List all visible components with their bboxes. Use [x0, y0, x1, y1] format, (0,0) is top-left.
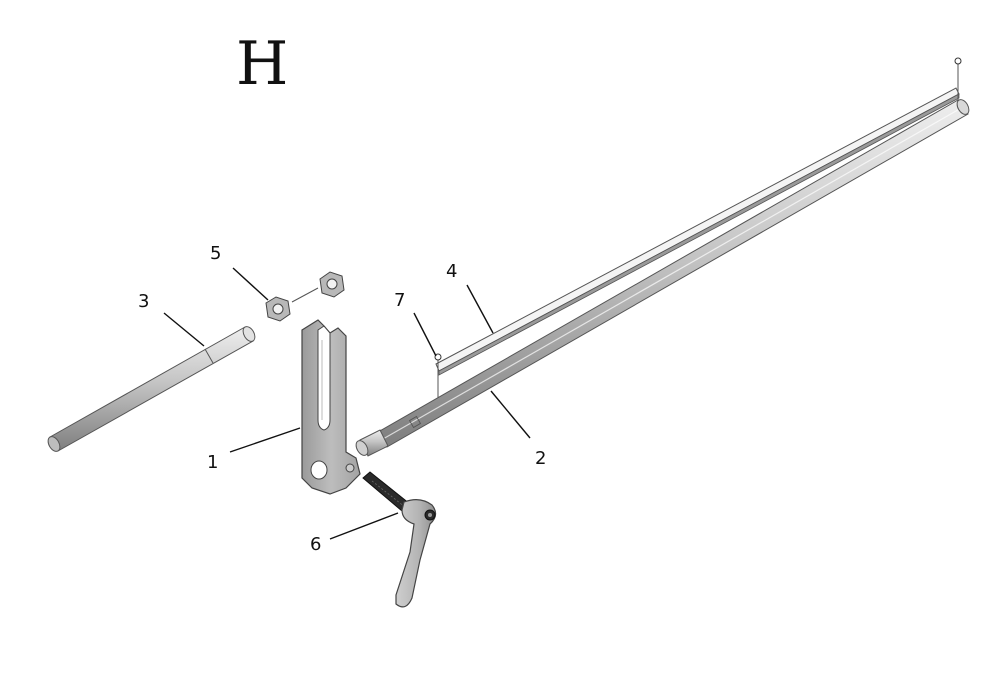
clamping-lever [362, 471, 437, 608]
callout-2: 2 [535, 448, 546, 469]
leader-5 [232, 267, 269, 301]
diagram-heading: H [236, 29, 288, 99]
long-rod [355, 99, 970, 457]
hex-nut [265, 271, 345, 322]
callout-3: 3 [138, 291, 149, 312]
callout-4: 4 [446, 261, 457, 282]
flat-bar [435, 64, 960, 400]
leader-2 [490, 390, 531, 439]
callout-5: 5 [210, 243, 221, 264]
leader-3 [163, 312, 205, 347]
callout-6: 6 [310, 534, 321, 555]
leader-7 [413, 312, 437, 357]
callout-1: 1 [207, 452, 218, 473]
callout-labels: 5 3 4 7 1 2 6 [138, 243, 546, 555]
leader-6 [329, 512, 399, 540]
cotter-pin [434, 57, 962, 361]
leader-1 [229, 427, 301, 453]
short-rod [47, 326, 256, 452]
clamp-bracket [301, 319, 361, 495]
callout-7: 7 [394, 290, 405, 311]
leader-lines [163, 267, 531, 540]
leader-4 [466, 284, 494, 334]
